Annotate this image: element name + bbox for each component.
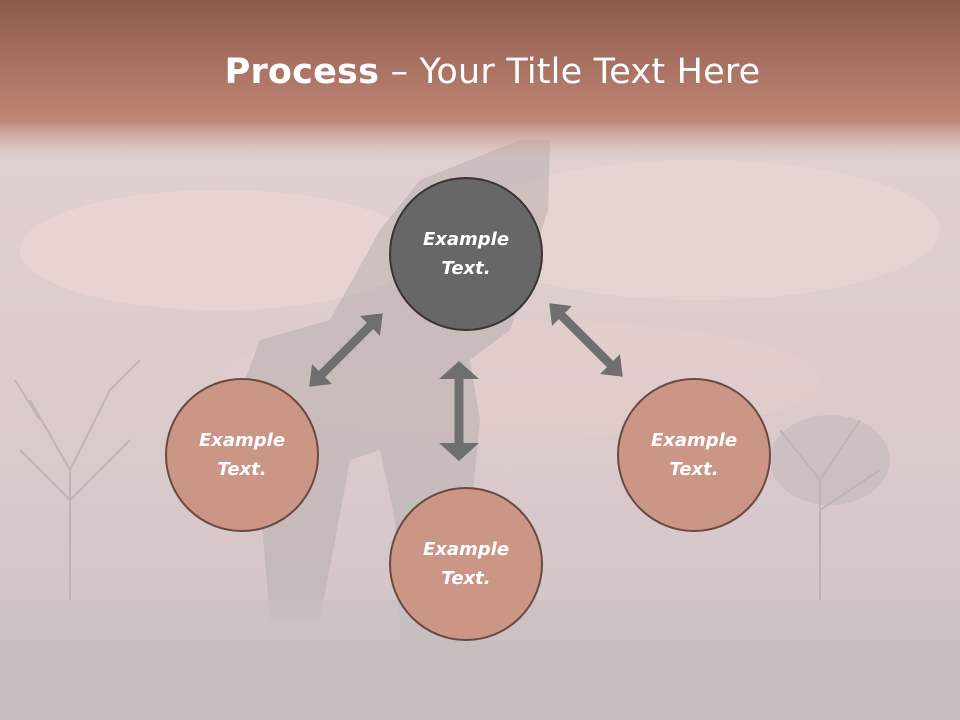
node-left-label: Example Text. bbox=[198, 430, 286, 480]
node-bottom: Example Text. bbox=[389, 487, 543, 641]
slide-title: Process – Your Title Text Here bbox=[0, 52, 960, 92]
node-right-label: Example Text. bbox=[650, 430, 738, 480]
node-top-label: Example Text. bbox=[422, 229, 510, 279]
node-left: Example Text. bbox=[165, 378, 319, 532]
node-bottom-label: Example Text. bbox=[422, 539, 510, 589]
title-rest: – Your Title Text Here bbox=[379, 52, 761, 92]
node-right: Example Text. bbox=[617, 378, 771, 532]
node-top: Example Text. bbox=[389, 177, 543, 331]
title-bold: Process bbox=[224, 52, 380, 92]
